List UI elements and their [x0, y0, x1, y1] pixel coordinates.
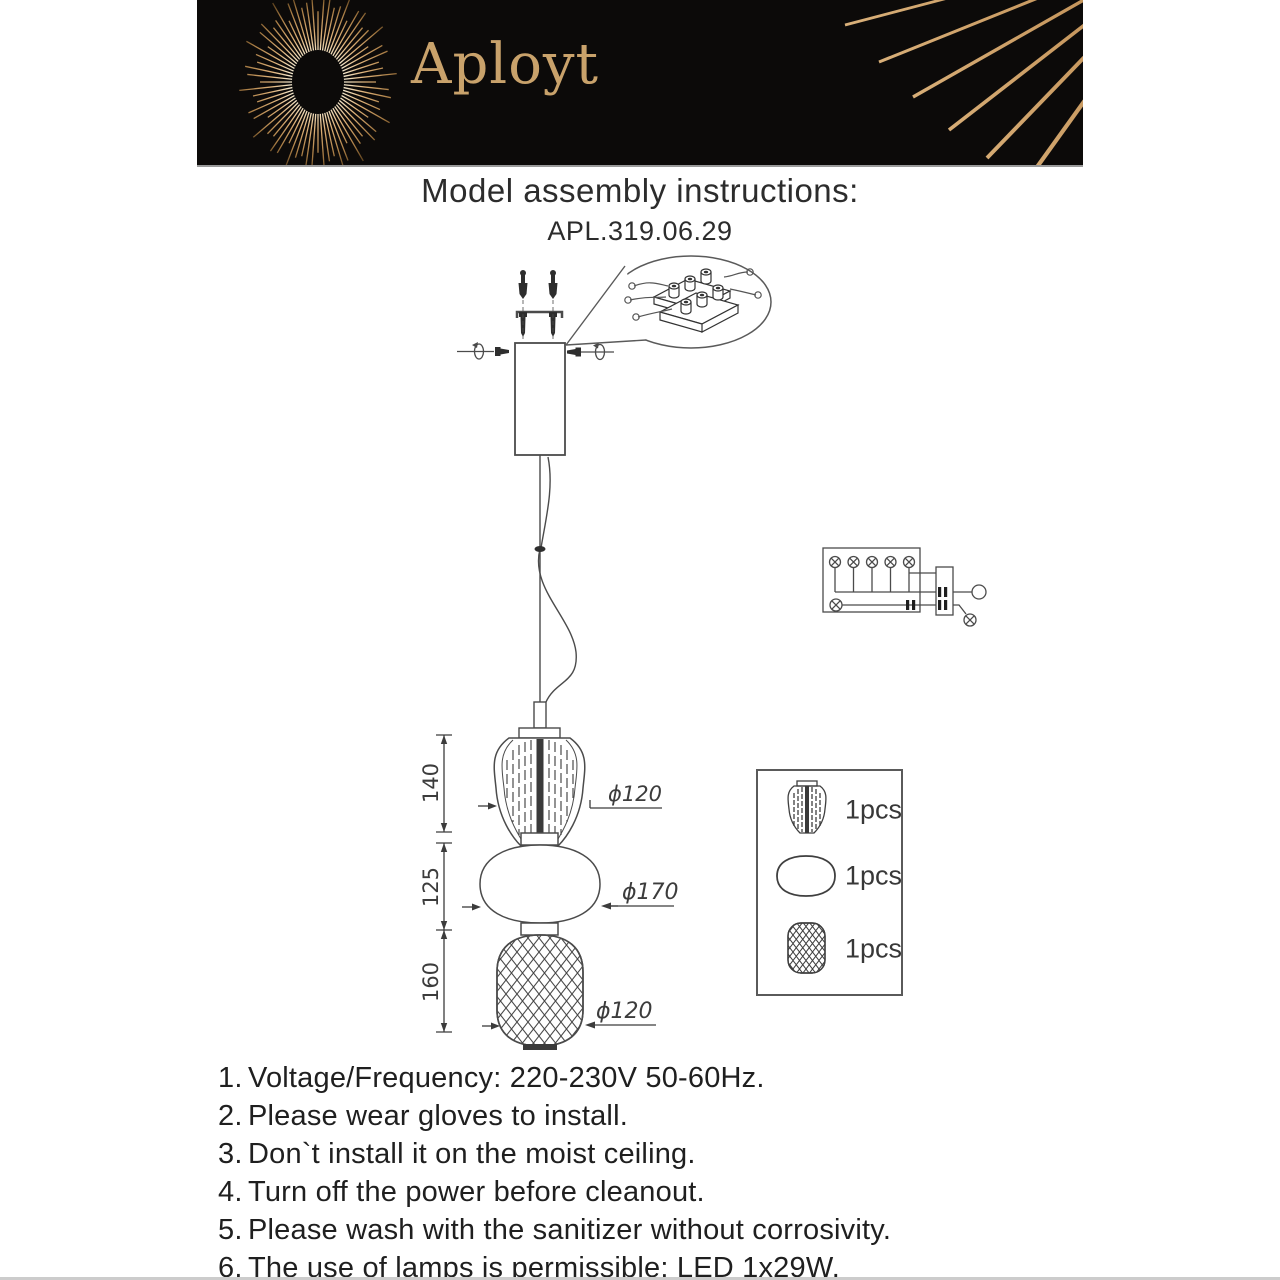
lamp-cap	[518, 727, 561, 739]
instructions-list: 1.Voltage/Frequency: 220-230V 50-60Hz. 2…	[218, 1060, 891, 1280]
legend-qty-1: 1pcs	[845, 794, 903, 825]
shade-bottom-cap	[523, 1044, 557, 1050]
mounting-screw-icon	[519, 312, 557, 337]
model-number: APL.319.06.29	[547, 216, 733, 246]
dimension-diameter-2: ϕ170	[622, 880, 679, 905]
legend-mesh-shade-icon	[787, 922, 826, 974]
side-screw-icon	[567, 347, 581, 357]
instruction-text: Voltage/Frequency: 220-230V 50-60Hz.	[248, 1062, 765, 1094]
dimension-lines	[436, 734, 452, 1033]
instruction-item: 5.Please wash with the sanitizer without…	[218, 1214, 892, 1246]
lamp-symbol-icon	[963, 613, 977, 627]
title-block: Model assembly instructions: APL.319.06.…	[0, 172, 1280, 247]
starburst-logo-icon	[239, 0, 397, 165]
instruction-item: 1.Voltage/Frequency: 220-230V 50-60Hz.	[218, 1062, 765, 1094]
dimension-height-1: 140	[419, 762, 443, 804]
instruction-text: Please wash with the sanitizer without c…	[248, 1214, 892, 1246]
brand-banner: Aployt	[197, 0, 1083, 167]
legend-qty-2: 1pcs	[845, 860, 903, 891]
dimension-diameter-3: ϕ120	[596, 999, 653, 1024]
side-screws	[457, 342, 614, 361]
instruction-item: 6.The use of lamps is permissible: LED 1…	[218, 1250, 891, 1280]
terminal-wires	[624, 268, 762, 321]
brand-name: Aployt	[411, 32, 600, 97]
diameter-leaders	[462, 800, 674, 1030]
lamp-fitting	[533, 701, 547, 729]
instruction-text: Turn off the power before cleanout.	[248, 1176, 705, 1208]
instruction-item: 3.Don`t install it on the moist ceiling.	[218, 1138, 696, 1170]
terminal-marks	[906, 587, 948, 610]
mounting-bracket	[515, 310, 564, 318]
instruction-item: 2.Please wear gloves to install.	[218, 1100, 628, 1132]
terminal-callout-bubble	[565, 255, 772, 349]
output-circle	[971, 584, 987, 600]
page-title: Model assembly instructions:	[421, 172, 859, 209]
ceiling-fasteners	[515, 270, 564, 342]
side-screw-icon	[495, 347, 509, 356]
legend-qty-3: 1pcs	[845, 933, 903, 964]
instruction-text: Please wear gloves to install.	[248, 1100, 628, 1132]
rotation-arrow-icon	[473, 343, 485, 360]
suspension-wire	[537, 548, 577, 703]
suspension	[518, 455, 577, 739]
shade-fluted	[493, 737, 586, 847]
instruction-text: The use of lamps is permissible: LED 1x2…	[248, 1252, 841, 1280]
instruction-text: Don`t install it on the moist ceiling.	[248, 1138, 696, 1170]
legend-oval-shade-icon	[776, 855, 836, 897]
shade-oval	[479, 844, 601, 936]
legend-fluted-shade-icon	[787, 780, 827, 834]
cable-clamp	[534, 546, 546, 552]
wall-anchor-icon	[518, 270, 558, 299]
suspension-wire	[540, 456, 551, 549]
dimension-height-3: 160	[419, 961, 443, 1003]
ceiling-canopy	[514, 342, 566, 456]
shade-mesh	[496, 934, 584, 1050]
parts-legend	[756, 769, 903, 996]
corner-rays-icon	[844, 0, 1083, 165]
terminal-block-icon	[652, 268, 740, 333]
rotation-arrow-icon	[594, 343, 606, 361]
banner-decoration	[239, 0, 1083, 165]
wiring-diagram	[822, 547, 987, 627]
page-bottom-edge	[0, 1277, 1280, 1280]
dimension-height-2: 125	[419, 866, 443, 908]
dimension-diameter-1: ϕ120	[608, 782, 662, 806]
instruction-item: 4.Turn off the power before cleanout.	[218, 1176, 705, 1208]
